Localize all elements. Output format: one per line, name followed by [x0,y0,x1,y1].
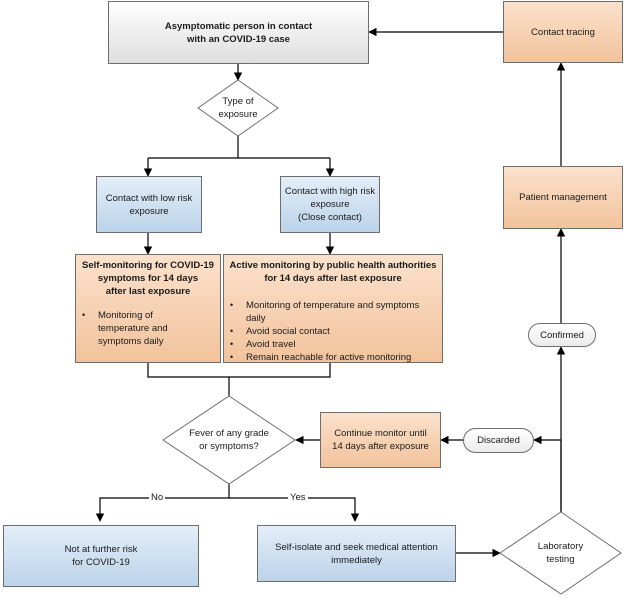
edge-monitoring-merge [147,363,331,396]
high-risk-box: Contact with high risk exposure (Close c… [280,176,380,233]
self-isolate-line1: Self-isolate and seek medical attention [275,541,438,553]
continue-monitor-line1: Continue monitor until [334,428,427,439]
self-isolate-line2: immediately [331,554,382,566]
not-at-risk-box: Not at further risk for COVID-19 [3,525,199,587]
asymptomatic-line2: with an COVID-19 case [187,33,290,45]
diamond-fever-shape [162,395,296,485]
active-monitoring-bullet-reachable-text: Remain reachable for active monitoring [246,352,412,363]
self-monitoring-heading-2: symptoms for 14 days [97,273,199,284]
high-risk-line3: (Close contact) [298,212,362,223]
fever-diamond: Fever of any grade or symptoms? [163,396,295,484]
edge-fever-yes [229,497,360,522]
fever-line1: Fever of any grade [189,428,269,439]
discarded-node: Discarded [463,428,534,453]
diamond-lab-shape [499,511,622,595]
active-monitoring-bullet-reachable: Remain reachable for active monitoring [224,351,442,364]
active-monitoring-bullet-temperature-line2: daily [246,313,266,324]
active-monitoring-bullet-social-text: Avoid social contact [246,326,330,337]
self-monitoring-bullet-line3: symptoms daily [98,336,164,347]
self-monitoring-bullet-line1: Monitoring of [98,310,153,321]
edge-label-no: No [149,492,166,503]
self-monitoring-bullet-line2: temperature and [98,323,168,334]
high-risk-line1: Contact with high risk [284,186,376,197]
discarded-label: Discarded [477,435,520,446]
confirmed-node: Confirmed [528,323,596,347]
asymptomatic-contact-box: Asymptomatic person in contact with an C… [108,1,369,64]
edge-exposure-to-split [148,136,330,159]
low-risk-line2: exposure [129,205,169,217]
active-monitoring-bullet-temperature-line1: Monitoring of temperature and symptoms [246,300,420,311]
active-monitoring-bullet-travel-text: Avoid travel [246,339,296,350]
lab-testing-diamond: Laboratory testing [500,512,621,594]
low-risk-line1: Contact with low risk [105,192,193,204]
lab-testing-line2: testing [546,554,575,565]
low-risk-box: Contact with low risk exposure [96,176,202,233]
contact-tracing-label: Contact tracing [531,26,595,38]
continue-monitor-box: Continue monitor until 14 days after exp… [320,412,441,468]
active-monitoring-box: Active monitoring by public health autho… [223,254,443,364]
active-monitoring-bullets: Monitoring of temperature and symptoms d… [224,299,442,364]
active-monitoring-bullet-social: Avoid social contact [224,325,442,338]
asymptomatic-line1: Asymptomatic person in contact [164,20,313,32]
contact-tracing-box: Contact tracing [503,1,623,63]
self-monitoring-bullet: Monitoring of temperature and symptoms d… [76,309,220,348]
high-risk-line2: exposure [310,199,350,210]
not-at-risk-line2: for COVID-19 [72,557,130,568]
patient-management-box: Patient management [503,166,623,229]
active-monitoring-heading-1: Active monitoring by public health autho… [229,260,437,271]
self-monitoring-heading-1: Self-monitoring for COVID-19 [82,260,214,271]
diamond-exposure-shape [197,79,279,137]
lab-testing-line1: Laboratory [537,541,584,552]
exposure-type-line2: exposure [218,109,258,120]
self-isolate-box: Self-isolate and seek medical attention … [257,525,456,582]
fever-line2: or symptoms? [199,441,259,452]
edge-lab-to-discarded [533,435,562,512]
active-monitoring-heading-2: for 14 days after last exposure [264,273,402,284]
confirmed-label: Confirmed [540,329,584,341]
not-at-risk-line1: Not at further risk [64,544,138,555]
edge-label-yes: Yes [288,492,308,503]
active-monitoring-bullet-temperature: Monitoring of temperature and symptoms d… [224,299,442,325]
exposure-type-line1: Type of [222,96,254,107]
continue-monitor-line2: 14 days after exposure [332,441,429,452]
exposure-type-diamond: Type of exposure [198,80,278,136]
active-monitoring-bullet-travel: Avoid travel [224,338,442,351]
self-monitoring-bullets: Monitoring of temperature and symptoms d… [76,309,220,348]
self-monitoring-heading-3: after last exposure [105,286,191,297]
self-monitoring-box: Self-monitoring for COVID-19 symptoms fo… [75,254,221,363]
patient-management-label: Patient management [519,192,607,203]
